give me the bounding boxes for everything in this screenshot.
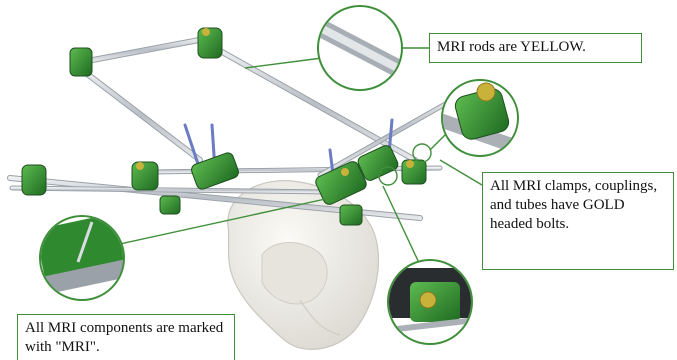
magnifier-gold-bolt xyxy=(440,80,520,156)
magnifier-rod xyxy=(315,6,405,90)
magnifier-mri-marking xyxy=(35,211,136,300)
callout-mri-clamps: All MRI clamps, couplings, and tubes hav… xyxy=(482,172,674,270)
magnifier-bolt-side xyxy=(388,260,478,344)
callout-mri-components: All MRI components are marked with "MRI"… xyxy=(17,314,235,360)
callout-mri-rods: MRI rods are YELLOW. xyxy=(429,33,642,63)
